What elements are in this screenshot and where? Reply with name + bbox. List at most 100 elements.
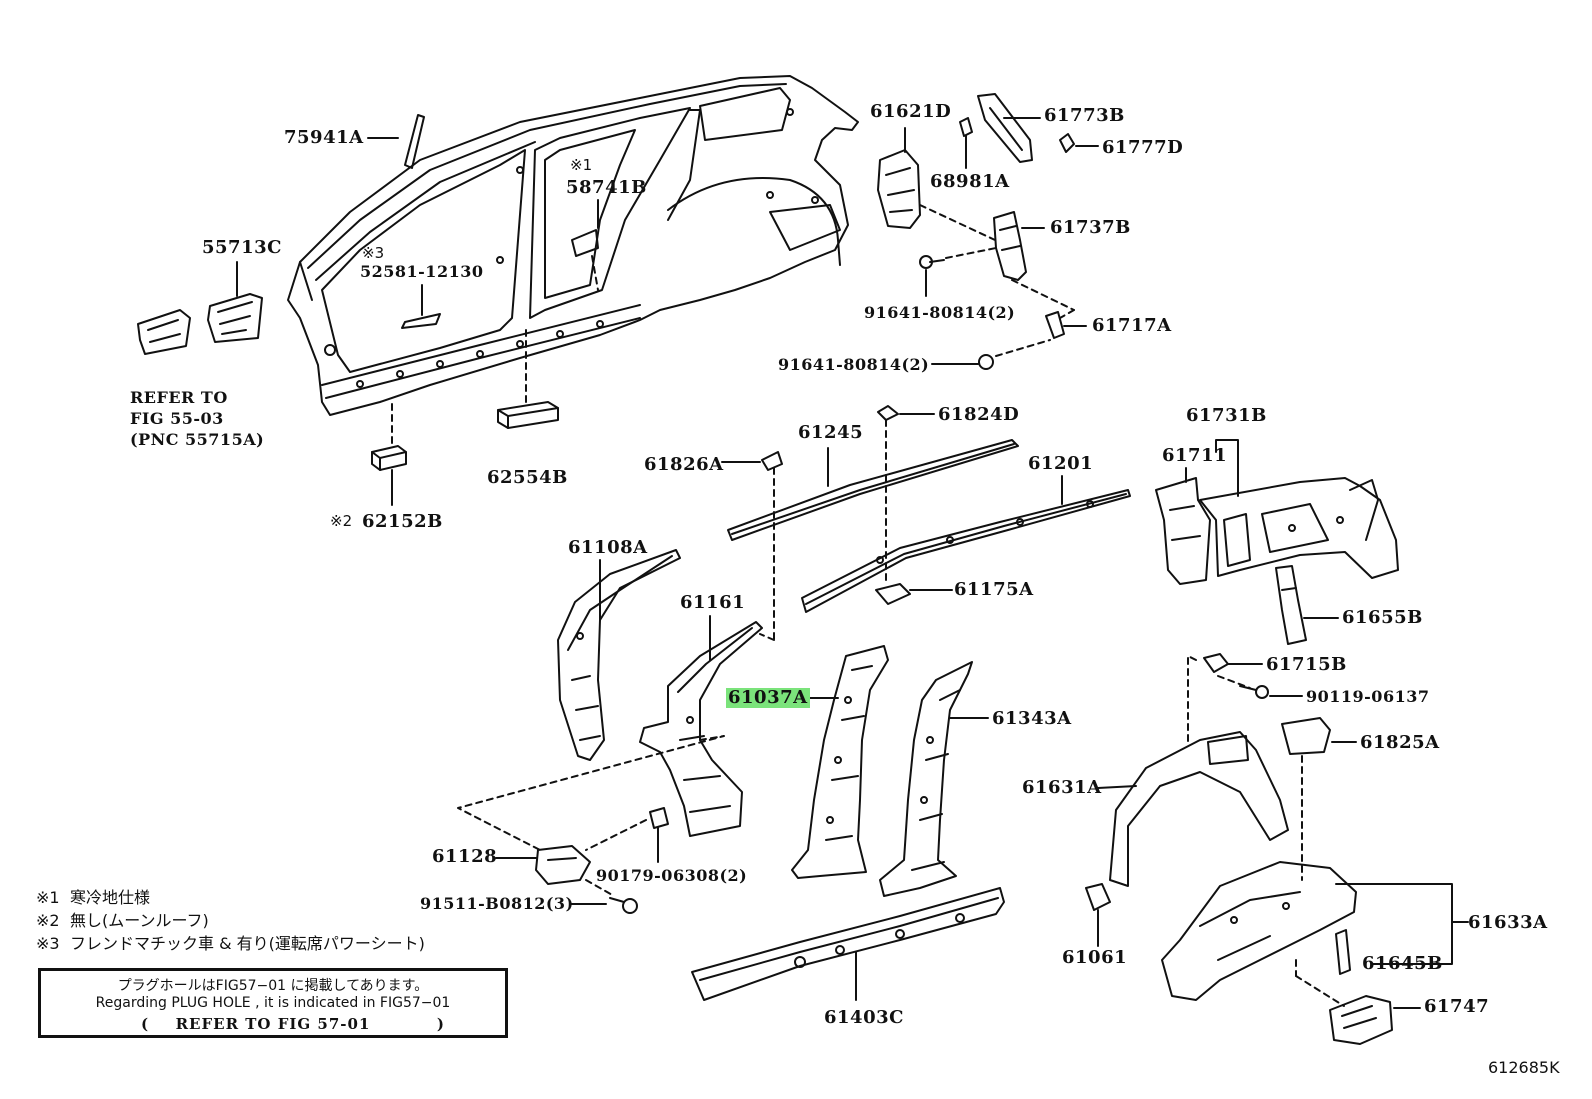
part-label-52581-12130[interactable]: 52581-12130 (360, 262, 484, 281)
part-62554B-block (497, 329, 559, 429)
part-label-61128[interactable]: 61128 (432, 846, 498, 867)
part-61631A-wheelhouse-outer (1097, 731, 1289, 887)
refer-note-line2: FIG 55-03 (130, 409, 224, 428)
part-label-90119-06137[interactable]: 90119-06137 (1306, 687, 1430, 706)
part-label-61711[interactable]: 61711 (1162, 445, 1228, 466)
part-label-61737B[interactable]: 61737B (1050, 217, 1131, 238)
part-label-61621D[interactable]: 61621D (870, 101, 952, 122)
part-label-61343A[interactable]: 61343A (992, 708, 1072, 729)
legend-text-1: 寒冷地仕様 (70, 888, 151, 907)
bolt-90119 (1217, 675, 1303, 699)
part-label-61825A[interactable]: 61825A (1360, 732, 1440, 753)
part-61777D-clip (1059, 133, 1099, 153)
part-label-61161[interactable]: 61161 (680, 592, 746, 613)
part-label-75941A[interactable]: 75941A (284, 127, 364, 148)
nut-90179 (585, 807, 669, 863)
part-label-61731B[interactable]: 61731B (1186, 405, 1267, 426)
part-mark-52581: ※3 (362, 244, 385, 262)
part-label-91641-80814-lower[interactable]: 91641-80814(2) (778, 355, 930, 374)
part-61773B-bracket (977, 93, 1041, 163)
part-61061-bracket (1085, 883, 1111, 947)
part-label-61655B[interactable]: 61655B (1342, 607, 1423, 628)
part-61824D-pad (877, 405, 935, 583)
legend-text-2: 無し(ムーンルーフ) (70, 911, 209, 930)
bolt-91511 (569, 879, 638, 914)
notice-refer-text[interactable]: REFER TO FIG 57-01 (175, 1015, 371, 1033)
part-label-61201[interactable]: 61201 (1028, 453, 1094, 474)
part-label-61175A[interactable]: 61175A (954, 579, 1034, 600)
part-61037A-center-pillar (791, 645, 889, 879)
part-61621D-panel (877, 127, 921, 229)
part-61715B-clip (1187, 653, 1263, 743)
part-label-61631A[interactable]: 61631A (1022, 777, 1102, 798)
leader-dashes-top-right (919, 204, 1075, 357)
part-61108A-pillar (557, 549, 681, 761)
part-mark-58741B: ※1 (570, 156, 593, 174)
part-label-61747[interactable]: 61747 (1424, 996, 1490, 1017)
legend-mark-3: ※3 (36, 934, 60, 953)
part-label-61645B[interactable]: 61645B (1362, 953, 1443, 974)
part-61645B-bracket (1335, 929, 1351, 975)
part-label-62554B[interactable]: 62554B (487, 467, 568, 488)
notice-paren-open: ( (141, 1015, 150, 1033)
body-side-outer-panel (287, 75, 859, 416)
plug-hole-notice-box: プラグホールはFIG57−01 に掲載してあります。 Regarding PLU… (38, 968, 508, 1038)
part-label-61633A[interactable]: 61633A (1468, 912, 1548, 933)
part-62152B-block (371, 403, 407, 506)
notice-paren-close: ) (436, 1015, 445, 1033)
part-61747-block (1295, 959, 1421, 1045)
part-61717A-clip (1045, 311, 1087, 339)
part-61161-pillar (457, 615, 763, 851)
part-58741B-pad (571, 229, 599, 257)
part-61175A-bracket (875, 583, 953, 605)
bolt-91641-a (919, 255, 945, 297)
reference-bracket-55715A (137, 309, 191, 355)
part-label-91641-80814-upper[interactable]: 91641-80814(2) (864, 303, 1016, 322)
part-label-61773B[interactable]: 61773B (1044, 105, 1125, 126)
part-61201-rail (801, 475, 1131, 613)
part-label-61245[interactable]: 61245 (798, 422, 864, 443)
bracket-61731B (1215, 439, 1239, 497)
part-label-61715B[interactable]: 61715B (1266, 654, 1347, 675)
part-61711-panel (1155, 467, 1211, 585)
part-55713C-bracket (207, 261, 263, 343)
part-label-61717A[interactable]: 61717A (1092, 315, 1172, 336)
legend-text-3: フレンドマチック車 & 有り(運転席パワーシート) (70, 934, 425, 953)
part-61731B-quarter-inner (1199, 477, 1399, 579)
part-61245-rail (727, 439, 1019, 541)
part-61343A-pillar (879, 661, 989, 897)
part-61825A-pad (1281, 717, 1357, 881)
part-label-61403C[interactable]: 61403C (824, 1007, 904, 1028)
legend-mark-1: ※1 (36, 888, 60, 907)
part-label-62152B[interactable]: 62152B (362, 511, 443, 532)
figure-code: 612685K (1488, 1058, 1560, 1077)
bolt-91641-b (931, 354, 994, 370)
part-61128-bracket (495, 845, 591, 885)
part-label-61061[interactable]: 61061 (1062, 947, 1128, 968)
part-label-61037A-highlighted[interactable]: 61037A (726, 687, 810, 708)
part-label-68981A[interactable]: 68981A (930, 171, 1010, 192)
part-61403C-rocker (691, 887, 1005, 1001)
notice-english: Regarding PLUG HOLE , it is indicated in… (95, 995, 451, 1011)
part-label-58741B[interactable]: 58741B (566, 177, 647, 198)
notice-reference[interactable]: ( REFER TO FIG 57-01 ) (41, 1015, 505, 1033)
legend-mark-2: ※2 (36, 911, 60, 930)
part-61655B-bracket (1275, 565, 1339, 645)
part-label-90179-06308[interactable]: 90179-06308(2) (596, 866, 748, 885)
part-label-61824D[interactable]: 61824D (938, 404, 1020, 425)
part-61826A-pad (721, 451, 783, 641)
part-label-91511-B0812[interactable]: 91511-B0812(3) (420, 894, 574, 913)
part-label-61108A[interactable]: 61108A (568, 537, 648, 558)
notice-japanese: プラグホールはFIG57−01 に掲載してあります。 (117, 978, 429, 994)
part-label-61777D[interactable]: 61777D (1102, 137, 1184, 158)
part-52581-pad (401, 313, 441, 329)
part-61737B-bracket (993, 211, 1045, 281)
part-mark-62152B: ※2 (330, 512, 353, 530)
part-68981A-clip (959, 117, 973, 169)
part-label-61826A[interactable]: 61826A (644, 454, 724, 475)
part-label-55713C[interactable]: 55713C (202, 237, 282, 258)
refer-note-line1: REFER TO (130, 388, 228, 407)
part-75941A-strip (404, 114, 425, 169)
